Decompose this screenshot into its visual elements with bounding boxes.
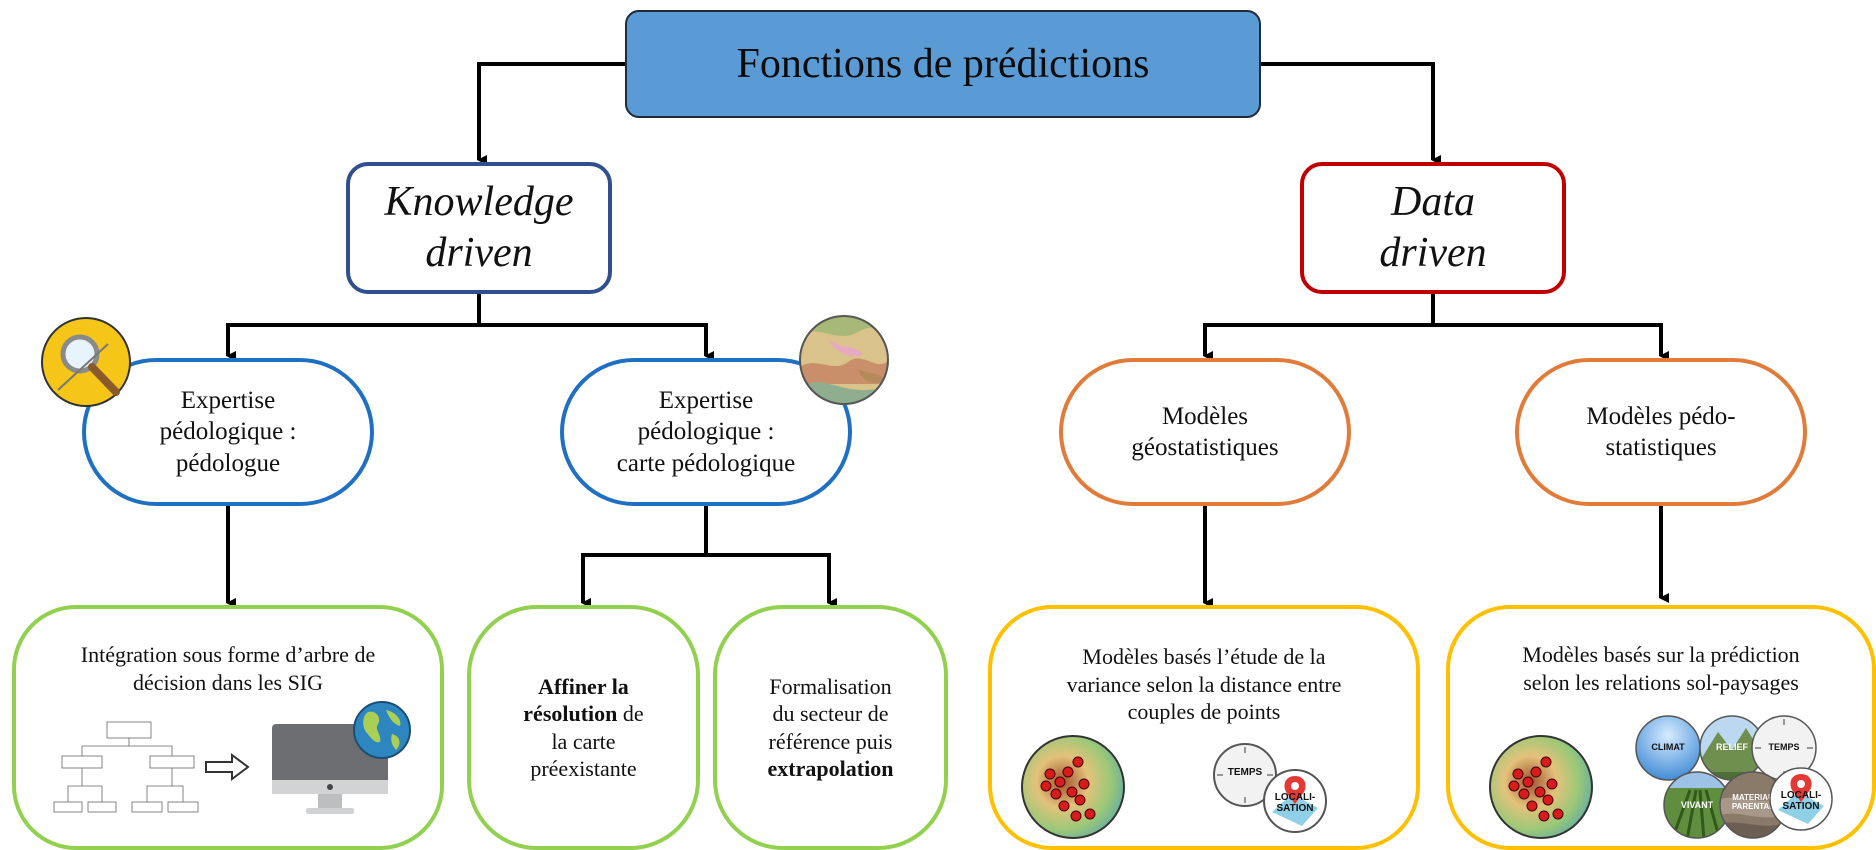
materiau-label-2: PARENTAL <box>1731 801 1775 811</box>
relief-label: RELIEF <box>1715 742 1748 752</box>
elevation-points-icon <box>1021 735 1125 839</box>
edge-data-split <box>1203 294 1435 361</box>
affiner-bold: Affiner la <box>538 673 629 699</box>
edge-root-data <box>1261 62 1441 165</box>
variance-line: variance selon la distance entre <box>1066 671 1342 697</box>
data-line2: driven <box>1379 230 1487 276</box>
pedostat-line: Modèles pédo- <box>1586 402 1736 430</box>
data-driven-node: Data driven <box>1300 162 1566 294</box>
variance-line: couples de points <box>1127 699 1281 724</box>
formalisation-line: du secteur de <box>772 701 889 726</box>
clock-icon: TEMPS <box>1212 742 1278 808</box>
affiner-bold2: résolution <box>523 701 618 726</box>
edge-carte-split <box>581 506 708 608</box>
geostat-line: Modèles <box>1161 402 1249 430</box>
variance-models-node: Modèles basés l’étude de la variance sel… <box>988 605 1420 850</box>
formalisation-line: référence puis <box>768 728 893 754</box>
root-label: Fonctions de prédictions <box>736 40 1150 87</box>
affiner-rest: de <box>617 701 644 726</box>
materiau-label-1: MATERIAU <box>1732 793 1774 802</box>
affiner-resolution-node: Affiner la résolution de la carte préexi… <box>467 605 700 850</box>
expertise-carte-line: Expertise <box>658 387 754 415</box>
decision-tree-icon <box>53 721 199 813</box>
data-line1: Data <box>1390 178 1475 225</box>
expertise-carte-node: Expertise pédologique : carte pédologiqu… <box>560 358 852 506</box>
prediction-line: Modèles basés sur la prédiction <box>1522 642 1800 667</box>
edge-carte-formalisation <box>706 553 837 608</box>
integration-line: Intégration sous forme d’arbre de <box>80 642 376 667</box>
vivant-label: VIVANT <box>1680 800 1714 810</box>
localisation-label-2: SATION <box>1276 803 1314 814</box>
magnifier-icon <box>41 317 131 407</box>
integration-line: décision dans les SIG <box>132 669 324 695</box>
map-pin-icon: LOCALI- SATION <box>1262 768 1328 834</box>
temps-label: TEMPS <box>1768 742 1800 752</box>
arrow-icon <box>205 753 250 781</box>
edge-knowledge-carte <box>479 323 714 361</box>
prediction-line: selon les relations sol-paysages <box>1523 669 1799 695</box>
formalisation-node: Formalisation du secteur de référence pu… <box>713 605 948 850</box>
temps-label: TEMPS <box>1227 767 1263 778</box>
edge-root-knowledge <box>477 62 625 165</box>
edge-knowledge-split <box>226 294 481 361</box>
expertise-pedologue-line: Expertise <box>180 387 276 415</box>
elevation-points-icon <box>1489 735 1593 839</box>
expertise-pedologue-node: Expertise pédologique : pédologue <box>82 358 374 506</box>
globe-icon <box>353 701 411 759</box>
affiner-line: la carte <box>551 728 616 754</box>
soil-map-icon <box>799 315 889 405</box>
root-node: Fonctions de prédictions <box>625 10 1261 118</box>
geostat-models-node: Modèles géostatistiques <box>1059 358 1351 506</box>
edge-data-pedostat <box>1433 323 1669 361</box>
localisation-label-1: LOCALI- <box>1274 792 1316 803</box>
pedostat-models-node: Modèles pédo- statistiques <box>1515 358 1807 506</box>
expertise-pedologue-line: pédologique : <box>159 418 297 446</box>
variance-line: Modèles basés l’étude de la <box>1082 644 1326 669</box>
knowledge-line2: driven <box>425 230 533 276</box>
climat-label: CLIMAT <box>1651 742 1685 752</box>
expertise-carte-line: carte pédologique <box>616 449 796 477</box>
affiner-line: préexistante <box>530 756 637 781</box>
pedostat-line: statistiques <box>1605 434 1717 461</box>
expertise-pedologue-line: pédologue <box>175 449 281 477</box>
map-pin-icon: LOCALI- SATION <box>1768 766 1834 832</box>
expertise-carte-line: pédologique : <box>637 418 775 446</box>
formalisation-line: Formalisation <box>769 673 892 699</box>
knowledge-driven-node: Knowledge driven <box>346 162 612 294</box>
formalisation-bold: extrapolation <box>767 756 894 781</box>
living-icon: VIVANT <box>1662 770 1732 840</box>
geostat-line: géostatistiques <box>1131 434 1279 461</box>
localisation-label-1: LOCALI- <box>1780 790 1822 801</box>
knowledge-line1: Knowledge <box>384 178 574 225</box>
localisation-label-2: SATION <box>1782 801 1820 812</box>
